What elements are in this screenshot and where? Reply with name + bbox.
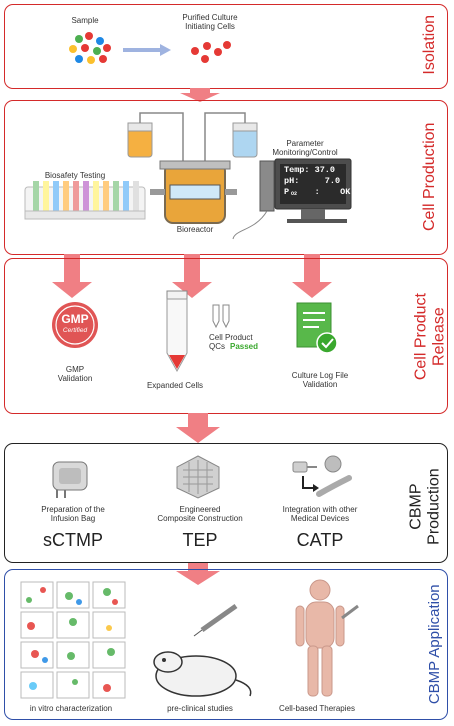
flow-cytometry-plots-icon — [20, 581, 126, 699]
culture-log-document-icon — [296, 302, 338, 354]
infusion-bag-icon — [52, 461, 88, 498]
isolation-panel: Isolation Sample Purified Culture Initia… — [4, 4, 448, 89]
gmp-badge-top: GMP — [61, 312, 89, 326]
sample-label: Sample — [71, 16, 99, 25]
qc-label: Cell Product QCs — [209, 333, 253, 352]
medical-device-icon — [292, 455, 352, 497]
in-vitro-label: in vitro characterization — [29, 704, 113, 713]
tep-description: Engineered Composite Construction — [157, 505, 243, 524]
cbmp-application-panel: CBMP Application in vitro characterizati… — [4, 569, 448, 720]
release-title: Cell Product Release — [412, 293, 447, 381]
preclinical-label: pre-clinical studies — [167, 704, 233, 713]
biosafety-rack-icon — [24, 181, 146, 220]
qc-passed-label: Passed — [230, 342, 259, 351]
human-body-icon — [295, 579, 359, 697]
parameter-label: Parameter Monitoring/Control — [272, 139, 338, 158]
qc-tubes-icon — [212, 304, 230, 329]
monitor-po2-subscript: O2 — [291, 191, 298, 197]
monitor-po2: P : OK — [284, 187, 351, 197]
tep-label: TEP — [182, 530, 218, 550]
gmp-badge-bottom: Certified — [62, 327, 88, 334]
monitoring-computer-icon — [232, 158, 352, 240]
purified-cells-label: Purified Culture Initiating Cells — [182, 13, 238, 32]
flow-arrow-4 — [176, 563, 220, 585]
cell-production-panel: Cell Production Biosafety Testing Biorea… — [4, 100, 448, 255]
culture-log-label: Culture Log File Validation — [291, 371, 349, 390]
composite-scaffold-icon — [176, 455, 220, 499]
gmp-validation-label: GMP Validation — [57, 365, 93, 384]
therapies-label: Cell-based Therapies — [279, 704, 355, 713]
flow-arrow-3 — [176, 413, 220, 443]
cbmp-application-title: CBMP Application — [425, 584, 443, 705]
bioreactor-icon — [127, 112, 258, 224]
flow-arrows-2 — [52, 254, 332, 298]
biosafety-label: Biosafety Testing — [44, 171, 106, 180]
bioreactor-label: Bioreactor — [176, 225, 214, 234]
monitor-ph: pH: 7.0 — [284, 176, 341, 186]
sample-cells-icon — [69, 32, 111, 64]
flow-arrow-1 — [180, 88, 220, 102]
isolation-arrow — [123, 44, 171, 56]
gmp-certified-icon — [52, 302, 98, 348]
cbmp-production-title: CBMP Production — [407, 468, 442, 545]
rat-syringe-icon — [153, 603, 252, 697]
sctmp-description: Preparation of the Infusion Bag — [41, 505, 105, 524]
expanded-cells-tube-icon — [166, 290, 188, 373]
sctmp-label: sCTMP — [43, 530, 103, 550]
purified-cells-icon — [191, 41, 231, 63]
expanded-cells-label: Expanded Cells — [146, 381, 204, 390]
cell-product-release-panel: Cell Product Release GMP Certified GMP V… — [4, 258, 448, 414]
catp-label: CATP — [296, 530, 344, 550]
cbmp-production-panel: CBMP Production Preparation of the Infus… — [4, 443, 448, 563]
catp-description: Integration with other Medical Devices — [282, 505, 358, 524]
monitor-temp: Temp: 37.0 — [284, 165, 336, 175]
